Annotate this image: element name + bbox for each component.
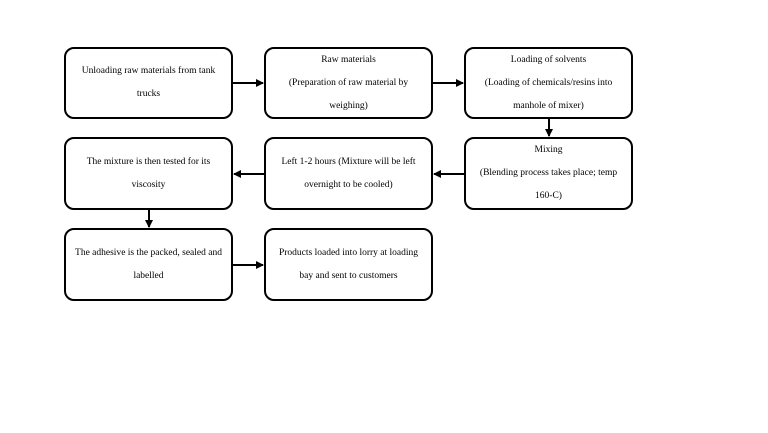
step-unloading-text: Unloading raw materials from tank trucks (81, 66, 216, 99)
step-loading-solvents-detail: (Loading of chemicals/resins into manhol… (484, 77, 613, 111)
step-left-to-cool: Left 1-2 hours (Mixture will be left ove… (264, 137, 433, 210)
step-loading-solvents-title: Loading of solvents (510, 54, 587, 65)
step-left-to-cool-text: Left 1-2 hours (Mixture will be left ove… (281, 156, 416, 190)
step-mixing-title: Mixing (534, 145, 563, 155)
step-viscosity-test: The mixture is then tested for its visco… (64, 137, 233, 210)
step-packing: The adhesive is the packed, sealed and l… (64, 228, 233, 301)
step-unloading: Unloading raw materials from tank trucks (64, 47, 233, 119)
step-raw-materials-title: Raw materials (321, 54, 376, 65)
step-loading-solvents: Loading of solvents (Loading of chemical… (464, 47, 633, 119)
step-raw-materials-detail: (Preparation of raw material by weighing… (288, 77, 409, 111)
step-mixing: Mixing (Blending process takes place; te… (464, 137, 633, 210)
step-raw-materials: Raw materials (Preparation of raw materi… (264, 47, 433, 119)
step-viscosity-test-text: The mixture is then tested for its visco… (86, 156, 211, 190)
step-mixing-detail: (Blending process takes place; temp 160-… (479, 168, 618, 201)
step-delivery: Products loaded into lorry at loading ba… (264, 228, 433, 301)
step-packing-text: The adhesive is the packed, sealed and l… (75, 247, 222, 281)
step-delivery-text: Products loaded into lorry at loading ba… (278, 247, 419, 281)
